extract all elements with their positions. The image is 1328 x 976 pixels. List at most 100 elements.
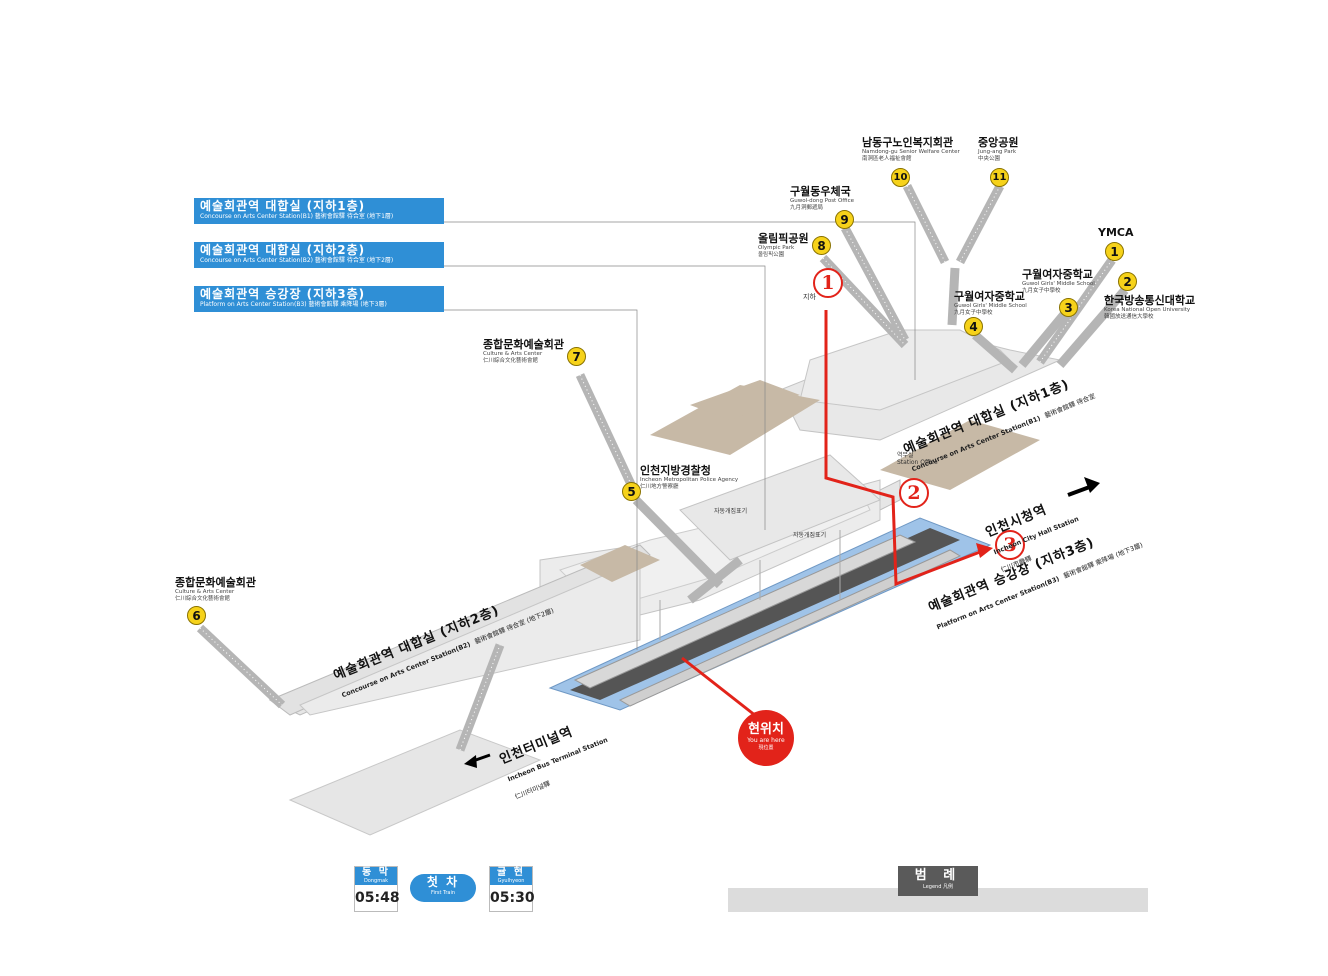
exit-name-en: Korea National Open University — [1104, 307, 1191, 313]
exit-4-label: 구월여자중학교 Guwol Girls' Middle School 九月女子中… — [954, 290, 1027, 317]
exit-3-label: 구월여자중학교 Guwol Girls' Middle School 九月女子中… — [1022, 268, 1095, 295]
exit-name-cn: 仁川綜合文化藝術會館 — [175, 596, 231, 602]
exit-8-badge[interactable]: 8 — [812, 236, 831, 255]
ticket-gate-label: 자동개집표기 — [714, 508, 748, 515]
station-office-label: 역무실 Station Office — [897, 450, 938, 466]
level-subtitle: Platform on Arts Center Station(B3) 藝術會館… — [200, 301, 387, 308]
exit-name: 구월여자중학교 — [954, 290, 1025, 303]
exit-name-en: Jung-ang Park — [978, 149, 1017, 155]
exit-11-label: 중앙공원 Jung-ang Park 中央公園 — [978, 136, 1018, 163]
exit-11-badge[interactable]: 11 — [990, 168, 1009, 187]
you-are-here-marker — [738, 710, 794, 766]
exit-1-badge[interactable]: 1 — [1105, 242, 1124, 261]
exit-name: 인천지방경찰청 — [640, 464, 711, 477]
level-title: 예술회관역 대합실 (지하1층) — [200, 199, 366, 213]
legend-en: Legend — [923, 884, 942, 890]
ticket-gate-label-2: 자동개집표기 — [793, 532, 827, 539]
station-name: 동 막 — [362, 867, 390, 878]
exit-7-label: 종합문화예술회관 Culture & Arts Center 仁川綜合文化藝術會… — [483, 338, 564, 365]
exit-6-label: 종합문화예술회관 Culture & Arts Center 仁川綜合文化藝術會… — [175, 576, 256, 603]
exit-name-en: Guwol Girls' Middle School — [1022, 281, 1095, 287]
level-bar-b1: 예술회관역 대합실 (지하1층) Concourse on Arts Cente… — [194, 198, 444, 224]
exit-2-badge[interactable]: 2 — [1118, 272, 1137, 291]
station-name-en: Gyulhyeon — [497, 878, 525, 884]
b2-lower-wing — [299, 559, 641, 716]
you-are-here-ko: 현위치 — [748, 722, 784, 737]
exit-name: 중앙공원 — [978, 136, 1019, 149]
block-tan-b1-mid — [690, 380, 800, 420]
stair-treads — [199, 185, 1113, 751]
route-path — [824, 310, 981, 587]
exit-name-cn: 仁川地方警察廳 — [640, 484, 679, 490]
exit-9-badge[interactable]: 9 — [835, 210, 854, 229]
exit-name: 한국방송통신대학교 — [1104, 294, 1196, 307]
level-title: 예술회관역 승강장 (지하3층) — [200, 287, 366, 301]
arrow-bus-terminal-head — [464, 755, 477, 768]
legend-header: 범 례 Legend 凡例 — [898, 868, 978, 891]
first-train-dongmak: 동 막 Dongmak 05:48 — [354, 866, 400, 912]
exit-10-badge[interactable]: 10 — [891, 168, 910, 187]
level-title: 예술회관역 대합실 (지하2층) — [200, 243, 366, 257]
first-train-label-en: First Train — [430, 890, 456, 896]
leader-lines — [444, 221, 916, 650]
first-train-station: 귤 현 Gyulhyeon — [490, 867, 532, 885]
label: 역무실 — [897, 452, 914, 459]
b2-long-wing — [269, 544, 651, 716]
exit-name: 종합문화예술회관 — [175, 576, 256, 589]
exit-name-cn: 올림픽公園 — [758, 252, 785, 258]
exit-name-cn: 九月洞郵遞局 — [790, 205, 824, 211]
exit-name: 종합문화예술회관 — [483, 338, 564, 351]
route-arrowhead — [976, 543, 993, 558]
first-train-label: 첫 차 — [426, 875, 460, 889]
b1-lower-plate — [679, 454, 881, 561]
label-en: Station Office — [897, 459, 938, 466]
station-name: 귤 현 — [497, 867, 525, 878]
small-label: 지하 — [803, 293, 816, 301]
legend-title: 범 례 — [914, 868, 962, 883]
exit-10-label: 남동구노인복지회관 Namdong-gu Senior Welfare Cent… — [862, 136, 960, 163]
legend-header-bg — [898, 866, 978, 896]
exit-6-badge[interactable]: 6 — [187, 606, 206, 625]
train-strip — [573, 534, 917, 689]
first-train-badge: 첫 차 First Train — [410, 874, 476, 902]
block-tan-b1-right — [880, 420, 1040, 490]
exit-2-label: 한국방송통신대학교 Korea National Open University… — [1104, 294, 1195, 321]
exit-name-cn: 南洞區老人福祉會館 — [862, 156, 912, 162]
level-bar-b3: 예술회관역 승강장 (지하3층) Platform on Arts Center… — [194, 286, 444, 312]
exit-3-badge[interactable]: 3 — [1059, 298, 1078, 317]
first-train-time: 05:48 — [355, 890, 400, 906]
route-step-3: 3 — [995, 530, 1025, 560]
exit-name-en: Culture & Arts Center — [175, 589, 235, 595]
you-are-here-pointer — [681, 656, 757, 718]
exit-5-badge[interactable]: 5 — [622, 482, 641, 501]
exit-name-cn: 中央公園 — [978, 156, 1001, 162]
legend-cn: 凡例 — [942, 884, 953, 890]
first-train-time: 05:30 — [490, 890, 535, 906]
exit-name-en: Guwol-dong Post Office — [790, 198, 855, 204]
pillars — [659, 530, 841, 640]
exit-name-cn: 韓國放送通信大學校 — [1104, 314, 1154, 320]
exit-name-en: Incheon Metropolitan Police Agency — [640, 477, 739, 483]
route-step-1: 1 — [813, 268, 843, 298]
exit-name-en: Olympic Park — [758, 245, 795, 251]
exit-name-en: Namdong-gu Senior Welfare Center — [862, 149, 960, 155]
you-are-here-label: 현위치 You are here 現位置 — [738, 722, 794, 752]
exit-7-badge[interactable]: 7 — [567, 347, 586, 366]
you-are-here-en: You are here — [747, 737, 785, 744]
first-train-station: 동 막 Dongmak — [355, 867, 397, 885]
exit-9-label: 구월동우체국 Guwol-dong Post Office 九月洞郵遞局 — [790, 185, 854, 212]
b2-bottom-plate — [288, 729, 542, 836]
exit-name-cn: 九月女子中學校 — [954, 310, 993, 316]
exit-name: YMCA — [1098, 226, 1134, 239]
exit-5-label: 인천지방경찰청 Incheon Metropolitan Police Agen… — [640, 464, 738, 491]
exit-4-badge[interactable]: 4 — [964, 317, 983, 336]
you-are-here-cn: 現位置 — [758, 745, 774, 751]
arrow-city-hall-head — [1084, 477, 1100, 493]
track-bed — [570, 528, 960, 700]
exit-name: 남동구노인복지회관 — [862, 136, 954, 149]
exit-name: 올림픽공원 — [758, 232, 809, 245]
route-step-2: 2 — [899, 478, 929, 508]
exit-name: 구월여자중학교 — [1022, 268, 1093, 281]
exit-8-label: 올림픽공원 Olympic Park 올림픽公園 — [758, 232, 809, 259]
